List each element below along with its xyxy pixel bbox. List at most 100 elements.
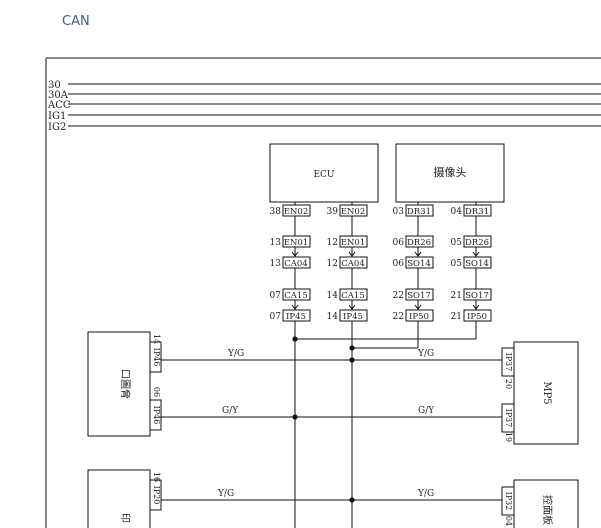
camera-column-a-connectors: 03 DR31 06 DR26 06 SO14 22 SO17 22 IP50	[393, 204, 434, 322]
trunk-wires	[294, 202, 477, 528]
connector-id: SO14	[407, 259, 431, 269]
connector-box	[339, 235, 368, 248]
connector-box	[339, 256, 368, 269]
connector-pin: 22	[393, 291, 404, 301]
left-module-label: 口圖脅	[119, 369, 132, 399]
connector-box	[149, 479, 162, 511]
connector-id: EN01	[284, 238, 308, 248]
arrow-icon	[414, 251, 422, 257]
connector-pin: 06	[393, 238, 405, 248]
connector-id: EN01	[341, 238, 365, 248]
connector-box	[149, 341, 162, 373]
connector-id: DR31	[465, 207, 489, 217]
connector-id: IP37	[504, 353, 513, 372]
connector-box	[501, 403, 515, 433]
connector-pin: 07	[270, 291, 282, 301]
wire-color-label: Y/G	[417, 489, 434, 499]
connector-box	[463, 204, 492, 217]
ecu-column-b-connectors: 39 EN02 12 EN01 12 CA04 14 CA15 14 IP45	[327, 204, 368, 322]
arrow-icon	[291, 251, 299, 257]
connector-id: IP46	[152, 406, 161, 425]
rail-label-ig1: IG1	[48, 111, 66, 122]
connector-id: CA04	[284, 259, 307, 269]
junction-dot	[349, 357, 355, 363]
left-module	[87, 331, 151, 437]
bus-wires-upper: Y/G Y/G G/Y G/Y	[161, 349, 502, 418]
rail-label-30: 30	[48, 80, 61, 91]
ecu-label: ECU	[313, 170, 334, 180]
junction-dots	[292, 336, 355, 503]
power-rails: 30 30A ACC IG1 IG2	[47, 80, 601, 133]
connector-id: SO14	[465, 259, 489, 269]
connector-pin: 14	[152, 334, 161, 344]
connector-pin: 06	[393, 259, 405, 269]
connector-box	[463, 288, 492, 301]
bus-crossovers	[295, 338, 476, 349]
wire-color-label: Y/G	[417, 349, 434, 359]
junction-dot	[292, 414, 298, 420]
connector-id: IP45	[286, 312, 306, 322]
connector-box	[282, 256, 311, 269]
junction-dot	[349, 497, 355, 503]
connector-pin: 13	[270, 238, 282, 248]
junction-dot	[349, 345, 355, 351]
connector-pin: 19	[504, 432, 513, 442]
connector-id: IP45	[343, 312, 363, 322]
connector-id: IP50	[409, 312, 429, 322]
arrow-icon	[414, 304, 422, 310]
connector-id: IP50	[467, 312, 487, 322]
connector-box	[501, 486, 515, 516]
connector-box	[282, 309, 311, 322]
connector-id: DR26	[465, 238, 489, 248]
mp5-label: MP5	[541, 381, 552, 404]
camera-label: 摄像头	[434, 165, 467, 179]
connector-id: IP37	[504, 409, 513, 428]
bus-wires-lower: Y/G Y/G	[161, 489, 502, 501]
right-module-2-label: 控面板	[541, 495, 554, 525]
camera-column-b-connectors: 04 DR31 05 DR26 05 SO14 21 SO17 21 IP50	[451, 204, 492, 322]
connector-box	[463, 235, 492, 248]
arrow-icon	[348, 304, 356, 310]
arrow-icon	[472, 304, 480, 310]
connector-id: CA15	[284, 291, 307, 301]
connector-pin: 22	[393, 312, 404, 322]
connector-id: DR31	[407, 207, 431, 217]
connector-id: CA04	[341, 259, 364, 269]
wire-color-label: G/Y	[222, 406, 239, 416]
camera-module	[395, 143, 505, 203]
connector-pin: 13	[270, 259, 282, 269]
connector-id: SO17	[465, 291, 489, 301]
connector-pin: 20	[504, 379, 513, 389]
rail-label-30a: 30A	[48, 90, 69, 101]
connector-pin: 14	[327, 291, 339, 301]
connector-pin: 12	[327, 259, 338, 269]
connector-id: IP46	[152, 348, 161, 367]
ecu-column-a-connectors: 38 EN02 13 EN01 13 CA04 07 CA15 07 IP45	[270, 204, 311, 322]
wire-color-label: G/Y	[418, 406, 435, 416]
arrow-icon	[291, 304, 299, 310]
connector-box	[463, 256, 492, 269]
connector-pin: 04	[451, 207, 463, 217]
wire-color-label: Y/G	[227, 349, 244, 359]
right-module-2	[513, 479, 579, 528]
mp5-module	[513, 341, 579, 445]
connector-pin: 21	[451, 291, 462, 301]
connector-box	[339, 288, 368, 301]
connector-pin: 07	[270, 312, 282, 322]
rail-label-ig2: IG2	[48, 122, 66, 133]
connector-id: IP20	[152, 486, 161, 505]
connector-box	[282, 235, 311, 248]
connector-box	[339, 309, 368, 322]
ecu-module	[269, 143, 379, 203]
connector-box	[405, 235, 434, 248]
connector-box	[149, 399, 162, 431]
connector-pin: 06	[152, 387, 161, 397]
connector-id: EN02	[341, 207, 365, 217]
connector-pin: 16	[152, 472, 161, 482]
connector-pin: 04	[504, 516, 513, 526]
connector-pin: 03	[393, 207, 405, 217]
page-title: CAN	[62, 14, 90, 29]
connector-box	[282, 288, 311, 301]
rail-label-acc: ACC	[47, 100, 71, 111]
